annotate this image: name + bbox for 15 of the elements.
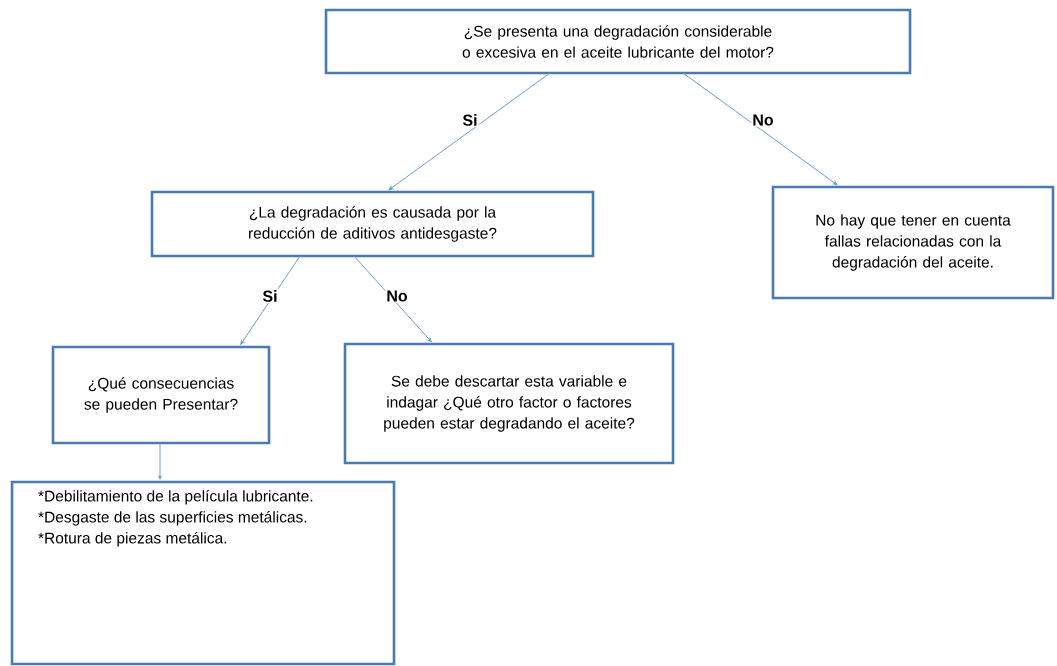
- arrow: [158, 442, 162, 480]
- edge-label: No: [751, 113, 775, 127]
- arrow: [682, 72, 838, 186]
- process-box: Se debe descartar esta variable e indagar ¿Qué otro factor o factores pueden estar degradando el aceite?: [343, 342, 675, 465]
- arrow: [388, 72, 551, 191]
- edge-label: No: [385, 289, 409, 303]
- edge-label: Si: [461, 113, 479, 127]
- process-box: ¿Qué consecuencias se pueden Presentar?: [51, 345, 271, 445]
- process-box: *Debilitamiento de la película lubricante. *Desgaste de las superficies metálicas. *Rotura de piezas metálica.: [10, 480, 396, 666]
- process-box: No hay que tener en cuenta fallas relacionadas con la degradación del aceite.: [771, 185, 1055, 300]
- arrow: [240, 255, 301, 345]
- process-box: ¿La degradación es causada por la reducción de aditivos antidesgaste?: [150, 190, 595, 258]
- process-box: ¿Se presenta una degradación considerable o excesiva en el aceite lubricante del motor?: [324, 8, 912, 75]
- arrow: [353, 255, 432, 342]
- edge-label: Si: [261, 289, 279, 303]
